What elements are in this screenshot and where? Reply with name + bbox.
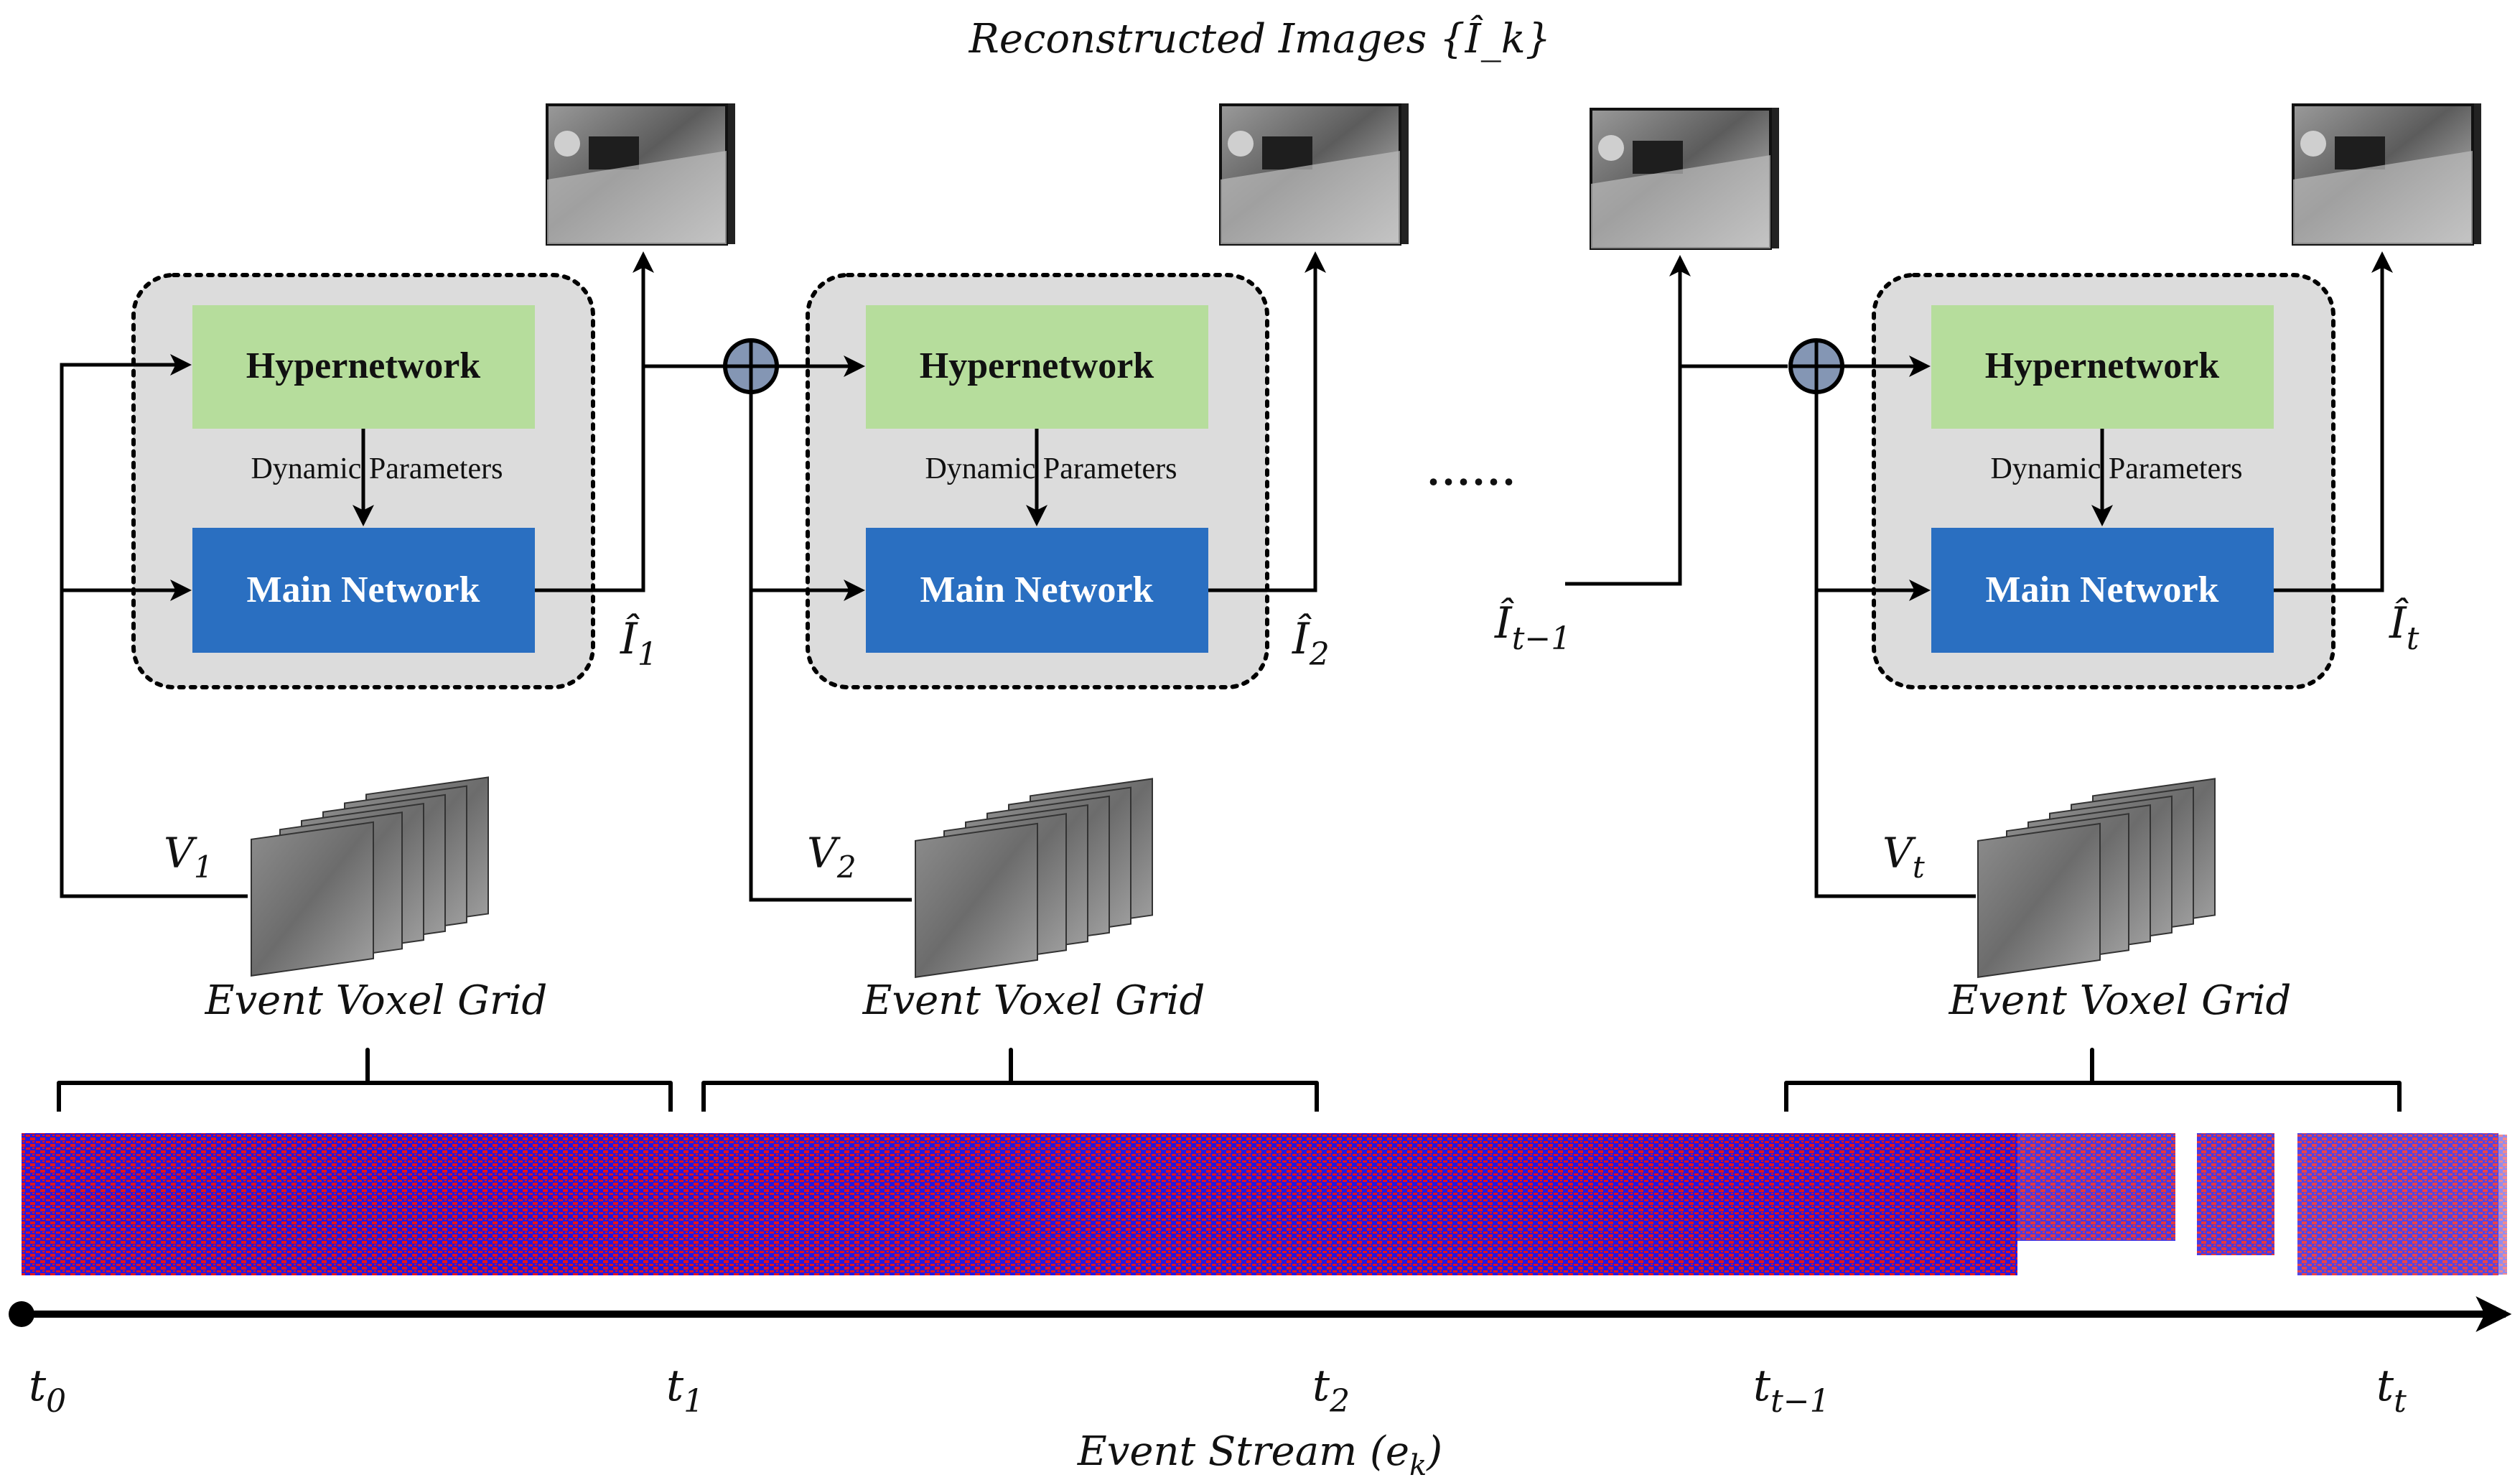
sum-node-2	[1788, 338, 1844, 394]
tick-label-t0: t0	[29, 1361, 66, 1420]
voxel-label-2: V2	[807, 829, 857, 885]
reconstructed-image-2	[1219, 103, 1409, 246]
module-1-dynamic-parameters: Dynamic Parameters	[251, 452, 503, 485]
tick-label-t1: t1	[666, 1361, 704, 1420]
module-1-hypernetwork-label: Hypernetwork	[246, 345, 480, 386]
brace-3	[1784, 1048, 2402, 1112]
module-1-hypernetwork-box	[192, 305, 535, 429]
module-2-hypernetwork-box	[866, 305, 1208, 429]
module-2-main-network-box	[866, 528, 1208, 653]
output-label-2: Î2	[1292, 613, 1330, 673]
tick-label-t2: t2	[1312, 1361, 1350, 1420]
module-3-dynamic-parameters: Dynamic Parameters	[1990, 452, 2242, 485]
tick-label-tt: tt	[2376, 1361, 2407, 1420]
voxel-grid-1	[251, 776, 489, 977]
voxel-label-1: V1	[164, 829, 213, 885]
module-2-main-network-label: Main Network	[920, 569, 1154, 610]
voxel-grid-2	[915, 778, 1153, 978]
module-3: Hypernetwork Dynamic Parameters Main Net…	[1872, 273, 2335, 689]
module-3-main-network-label: Main Network	[1986, 569, 2219, 610]
module-2-hypernetwork-label: Hypernetwork	[920, 345, 1154, 386]
output-label-prev: Ît−1	[1494, 597, 1571, 657]
module-3-hypernetwork-box	[1931, 305, 2274, 429]
voxel-caption-2: Event Voxel Grid	[862, 977, 1205, 1024]
voxel-caption-3: Event Voxel Grid	[1949, 977, 2292, 1024]
timeline-axis	[9, 1296, 2512, 1332]
module-3-connectors	[1814, 251, 2393, 898]
output-label-1: Î1	[620, 613, 658, 673]
module-2-connectors	[749, 251, 1326, 902]
output-label-t: Ît	[2389, 597, 2419, 657]
module-2-dynamic-parameters: Dynamic Parameters	[925, 452, 1177, 485]
brace-2	[701, 1048, 1319, 1112]
reconstructed-image-prev	[1590, 108, 1779, 250]
ellipsis: ......	[1428, 447, 1518, 494]
voxel-caption-1: Event Voxel Grid	[205, 977, 548, 1024]
module-1-connectors	[60, 251, 725, 898]
module-1: Hypernetwork Dynamic Parameters Main Net…	[131, 273, 595, 689]
prev-connectors	[1565, 255, 1788, 586]
event-stream-band	[22, 1133, 2507, 1275]
braces	[57, 1048, 2402, 1112]
voxel-label-3: Vt	[1882, 829, 1925, 885]
reconstructed-image-1	[546, 103, 735, 246]
voxel-grid-3	[1977, 778, 2216, 978]
module-1-main-network-label: Main Network	[247, 569, 480, 610]
figure-title: Reconstructed Images {Î_k}	[969, 14, 1551, 62]
sum-node-1	[723, 338, 779, 394]
module-1-main-network-box	[192, 528, 535, 653]
tick-label-tprev: tt−1	[1753, 1361, 1830, 1420]
module-3-main-network-box	[1931, 528, 2274, 653]
reconstructed-image-t	[2292, 103, 2481, 246]
module-3-hypernetwork-label: Hypernetwork	[1985, 345, 2219, 386]
brace-1	[57, 1048, 673, 1112]
module-2: Hypernetwork Dynamic Parameters Main Net…	[806, 273, 1269, 689]
event-stream-caption: Event Stream (ek)	[1077, 1428, 1442, 1480]
